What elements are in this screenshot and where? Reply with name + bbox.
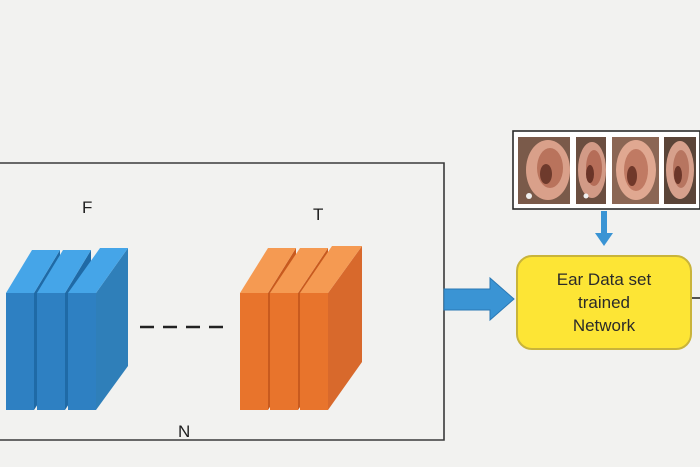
trained-network-node: Ear Data set trained Network	[516, 255, 692, 350]
orange-layer-3	[300, 246, 362, 410]
blue-layer-3	[68, 248, 128, 410]
ear-image-1	[518, 137, 570, 204]
orange-layer-stack	[240, 246, 362, 410]
ear-image-4	[664, 137, 696, 204]
label-layer-count: N	[178, 422, 191, 441]
label-last-layer: T	[313, 205, 324, 224]
node-line-1: Ear Data set	[556, 270, 652, 289]
arrow-images-to-node	[595, 211, 613, 246]
label-first-layer: F	[82, 198, 93, 217]
node-line-3: Network	[572, 316, 636, 335]
ear-image-2	[576, 137, 606, 204]
node-line-2: trained	[578, 293, 630, 312]
ear-image-strip	[512, 130, 700, 210]
ear-image-3	[612, 137, 659, 204]
blue-layer-stack	[6, 248, 128, 410]
arrow-to-network	[443, 276, 515, 322]
